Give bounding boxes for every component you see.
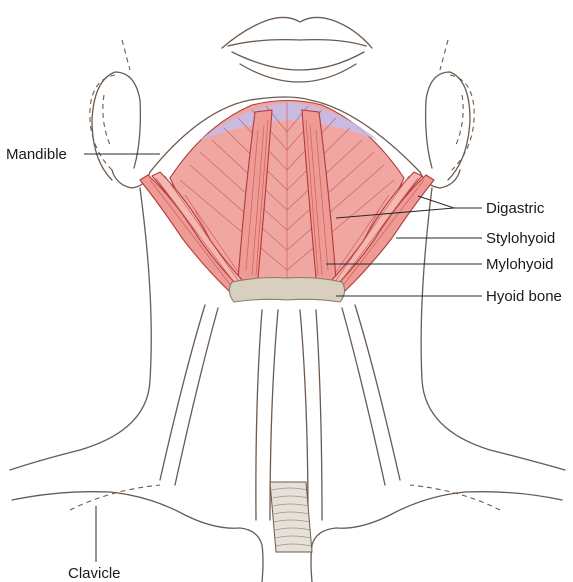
label-clavicle: Clavicle bbox=[68, 565, 121, 582]
label-hyoid-bone: Hyoid bone bbox=[486, 288, 562, 305]
label-digastric: Digastric bbox=[486, 200, 545, 217]
hyoid-bone bbox=[229, 278, 344, 303]
label-stylohyoid: Stylohyoid bbox=[486, 230, 555, 247]
digastric-leader-2 bbox=[418, 196, 454, 208]
label-mylohyoid: Mylohyoid bbox=[486, 256, 554, 273]
right-ear bbox=[426, 40, 475, 180]
trachea bbox=[270, 482, 312, 552]
label-mandible: Mandible bbox=[6, 146, 67, 163]
mouth bbox=[222, 17, 372, 82]
left-ear bbox=[90, 40, 141, 180]
